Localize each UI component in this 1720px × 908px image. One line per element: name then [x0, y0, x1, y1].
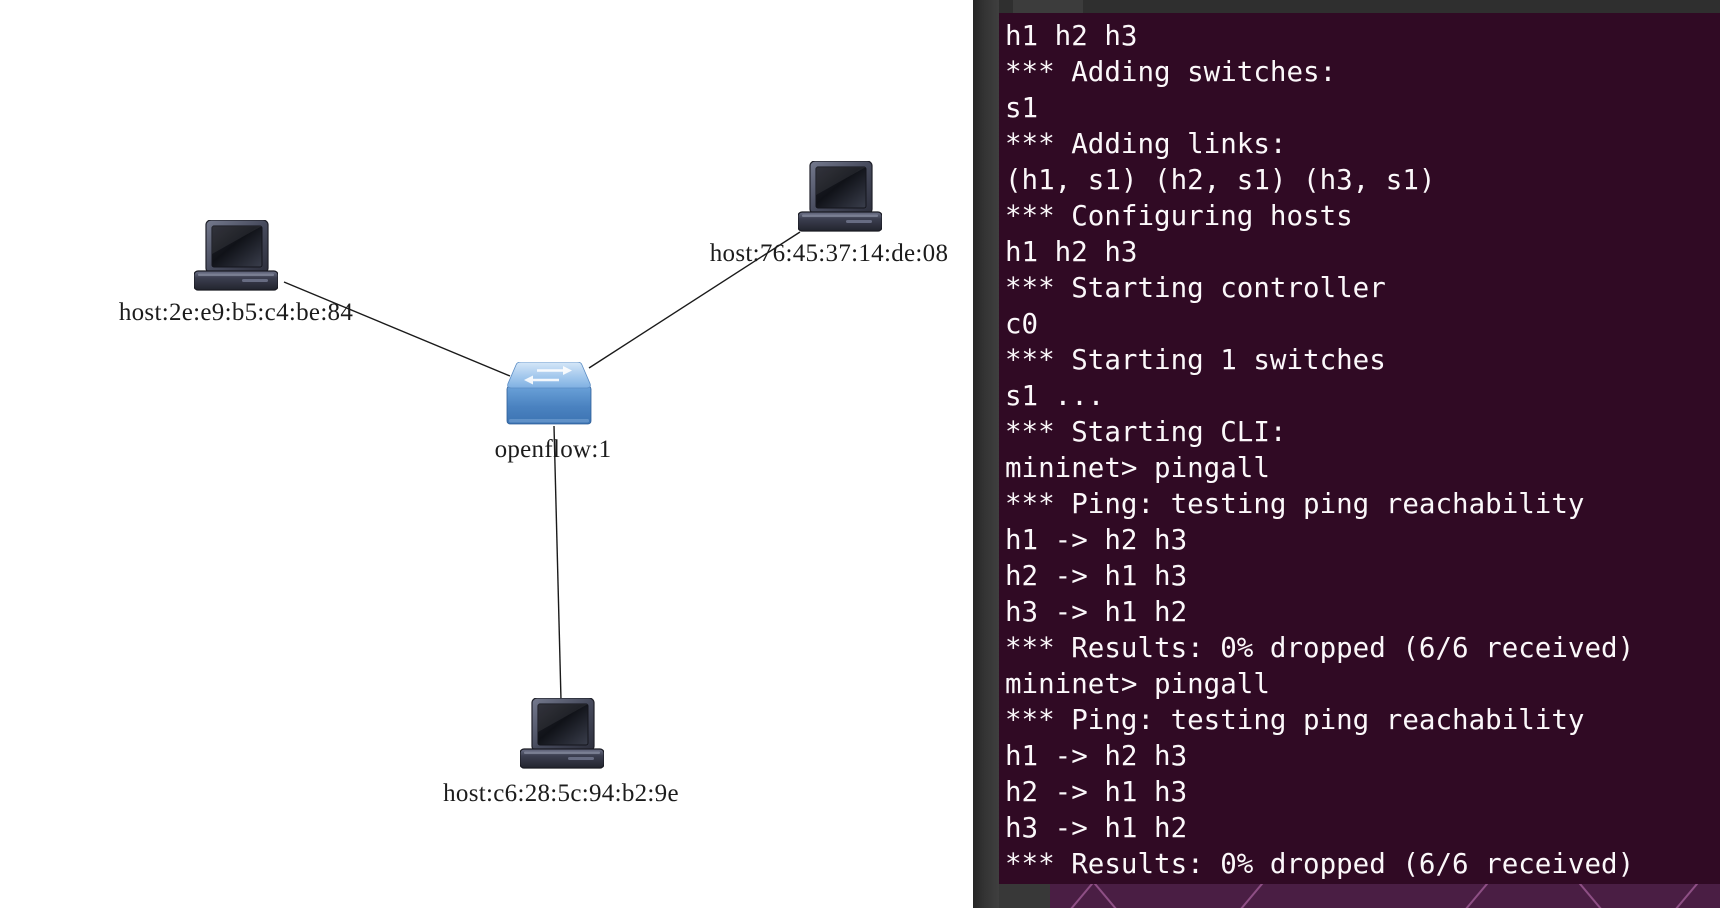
desktop-wallpaper	[1050, 884, 1720, 908]
wallpaper-line	[1574, 884, 1608, 908]
laptop-icon[interactable]	[520, 698, 604, 774]
terminal-line: h1 h2 h3	[1005, 20, 1138, 52]
terminal-line: s1	[1005, 92, 1039, 124]
link-host2-switch	[588, 231, 801, 369]
terminal-header-bar[interactable]	[999, 0, 1720, 13]
terminal-line: *** Starting controller	[1005, 272, 1386, 304]
topology-links-layer	[283, 231, 801, 701]
wallpaper-line	[1669, 884, 1703, 908]
terminal-line: *** Starting 1 switches	[1005, 344, 1386, 376]
wallpaper-line	[1234, 884, 1268, 908]
terminal-window-edge	[973, 0, 999, 908]
terminal-line: h1 h2 h3	[1005, 236, 1138, 268]
terminal-line: h2 -> h1 h3	[1005, 560, 1188, 592]
terminal-line: h3 -> h1 h2	[1005, 596, 1188, 628]
host-label: host:c6:28:5c:94:b2:9e	[443, 780, 679, 807]
host-label: host:76:45:37:14:de:08	[709, 240, 949, 267]
switch-icon[interactable]	[503, 362, 595, 426]
terminal-line: mininet> pingall	[1005, 452, 1270, 484]
terminal-window-corner	[999, 880, 1050, 908]
terminal-line: h1 -> h2 h3	[1005, 740, 1188, 772]
terminal-line: (h1, s1) (h2, s1) (h3, s1)	[1005, 164, 1436, 196]
terminal-line: *** Adding links:	[1005, 128, 1287, 160]
laptop-icon[interactable]	[194, 220, 278, 296]
terminal-line: h3 -> h1 h2	[1005, 812, 1188, 844]
terminal-line: *** Ping: testing ping reachability	[1005, 488, 1585, 520]
terminal-header-tab[interactable]	[1013, 0, 1083, 13]
link-host3-switch	[553, 425, 562, 701]
terminal-line: s1 ...	[1005, 380, 1105, 412]
wallpaper-line	[1064, 884, 1098, 908]
topology-canvas[interactable]: host:2e:e9:b5:c4:be:84 host:76:45:37:14:…	[0, 0, 973, 908]
wallpaper-line	[1089, 884, 1123, 908]
terminal-line: *** Starting CLI:	[1005, 416, 1287, 448]
terminal-output[interactable]: h1 h2 h3 *** Adding switches: s1 *** Adding…	[999, 13, 1720, 884]
terminal-line: h1 -> h2 h3	[1005, 524, 1188, 556]
terminal-line: *** Ping: testing ping reachability	[1005, 704, 1585, 736]
terminal-line: *** Results: 0% dropped (6/6 received)	[1005, 848, 1635, 880]
link-host1-switch	[283, 281, 511, 377]
wallpaper-line	[1459, 884, 1493, 908]
terminal-line: c0	[1005, 308, 1039, 340]
terminal-line: mininet> pingall	[1005, 668, 1270, 700]
terminal-line: *** Configuring hosts	[1005, 200, 1353, 232]
host-label: host:2e:e9:b5:c4:be:84	[118, 299, 354, 326]
switch-label: openflow:1	[494, 436, 612, 463]
laptop-icon[interactable]	[798, 161, 882, 237]
terminal-line: *** Results: 0% dropped (6/6 received)	[1005, 632, 1635, 664]
terminal-line: h2 -> h1 h3	[1005, 776, 1188, 808]
terminal-line: *** Adding switches:	[1005, 56, 1337, 88]
